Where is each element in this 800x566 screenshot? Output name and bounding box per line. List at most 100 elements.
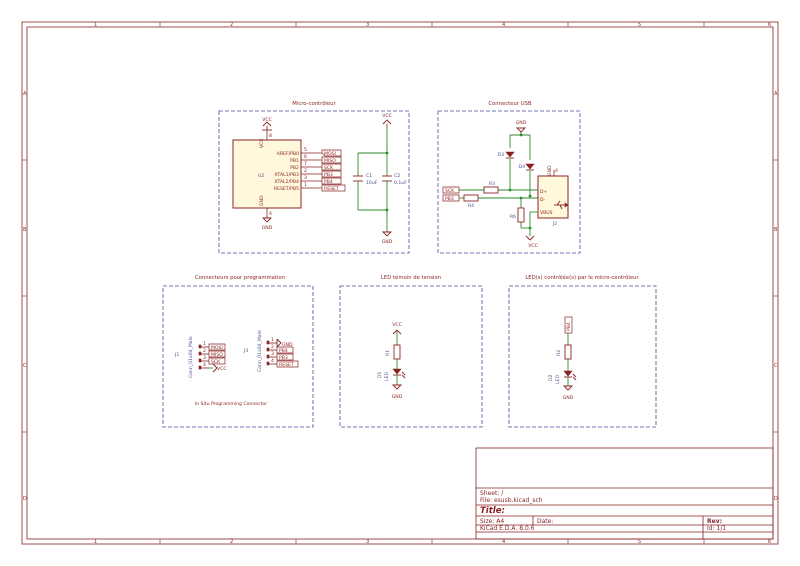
u2-pin-name: AREF/PB0 [277, 151, 299, 157]
j2-dp-pin: D+ [540, 189, 548, 195]
gnd-symbol-label: GND [392, 394, 403, 400]
u2-pin-name: RESET/PB5 [274, 186, 299, 192]
u2-vcc-pin-label: VCC [259, 138, 265, 148]
j3-pin-number: 2 [271, 344, 274, 350]
j2-ref: J2 [552, 221, 557, 227]
u2-gnd-pin-label: GND [259, 195, 265, 206]
u2-pin-number: 2 [304, 168, 307, 174]
net-label-sck[interactable] [442, 186, 460, 194]
c1-value: 10uF [366, 180, 378, 186]
j1-ref: J1 [174, 352, 179, 358]
inner-frame [26, 26, 774, 540]
gnd-symbol-label: GND [282, 342, 293, 348]
u2-pin-number: 3 [304, 175, 307, 181]
r6-ref: R6 [510, 214, 516, 220]
net-label-pb4[interactable] [564, 316, 573, 334]
gnd-symbol-label: GND [563, 395, 574, 401]
row-label: D [23, 496, 27, 502]
gnd-symbol-label: GND [516, 120, 527, 126]
col-label: 6 [768, 22, 771, 28]
net-label-mosi: MOSI [211, 345, 223, 351]
j1-name: Conn_01x04_Male [188, 336, 194, 378]
led-mcu-block: LED(s) contrôlée(s) par le micro-contrôl… [508, 274, 657, 428]
j2-pin-number: 4 [555, 168, 558, 174]
j1-pin-number: 3 [203, 355, 206, 361]
r4-body[interactable] [463, 194, 479, 202]
c2-ref: C2 [394, 173, 400, 179]
d2-ref: D2 [548, 374, 554, 381]
vcc-symbol-label: VCC [392, 322, 402, 328]
r3-body[interactable] [483, 186, 499, 194]
row-label: A [774, 91, 778, 97]
r1-ref: R1 [385, 350, 391, 356]
mcu-net-labels[interactable]: MOSI MISO SCK PB3 PB4 RESET [321, 149, 346, 192]
size-field: Size: A4 [480, 518, 504, 525]
svg-text:PB3: PB3 [445, 196, 454, 202]
row-label: B [774, 227, 778, 233]
u2-pin-name: XTAL2/PB4 [274, 179, 299, 185]
r2-ref: R2 [556, 350, 562, 356]
j3-pin-number: 3 [271, 351, 274, 357]
usb-block: Connecteur USB GND D3 D4 SCK PB3 R3 [437, 101, 581, 254]
r1-body[interactable] [393, 344, 401, 360]
j1-pin-number: 1 [203, 341, 206, 347]
col-label: 5 [638, 22, 641, 28]
led-mcu-title: LED(s) contrôlée(s) par le micro-contrôl… [525, 274, 639, 281]
u2-pin-name: PB1 [290, 158, 299, 164]
led-power-box [339, 285, 483, 428]
prog-box [162, 285, 314, 428]
col-label: 4 [502, 22, 505, 28]
j2-usb-connector[interactable] [537, 175, 569, 219]
net-label-pb3: PB3 [279, 355, 288, 361]
net-label-pb3[interactable] [442, 194, 460, 202]
kicad-version: KiCad E.D.A. 8.0.6 [480, 525, 535, 532]
j1-pin-number: 2 [203, 348, 206, 354]
j3-ref: J3 [243, 348, 248, 354]
net-label-pb4: PB4 [279, 348, 288, 354]
r3-ref: R3 [489, 181, 495, 187]
row-label: C [23, 363, 27, 369]
d2-value: LED [555, 375, 561, 384]
col-label: 3 [366, 22, 369, 28]
d4-ref: D4 [519, 164, 526, 170]
net-label-pb4: PB4 [324, 179, 333, 185]
date-field: Date: [537, 518, 553, 525]
id-field: Id: 1/1 [707, 525, 726, 532]
u2-pin-number: 4 [269, 211, 272, 217]
file-field: File: esusb.kicad_sch [480, 497, 543, 504]
net-label-reset: RESET [279, 362, 294, 368]
svg-text:SCK: SCK [445, 188, 455, 194]
j1-pin-number: 4 [203, 362, 206, 368]
col-label: 3 [366, 539, 369, 545]
j2-vbus-pin: VBUS [540, 210, 553, 216]
net-label-mosi: MOSI [324, 151, 336, 157]
vcc-symbol-label: VCC [528, 243, 538, 249]
led-power-title: LED témoin de tension [381, 274, 441, 281]
j3-name: Conn_01x04_Male [257, 330, 263, 372]
d3-ref: D3 [498, 152, 505, 158]
d1-ref: D1 [377, 371, 383, 378]
r6-body[interactable] [517, 207, 525, 223]
col-label: 1 [94, 22, 97, 28]
row-label: D [774, 496, 778, 502]
u2-pin-name: PB2 [290, 165, 299, 171]
row-label: B [23, 227, 27, 233]
usb-title: Connecteur USB [488, 101, 532, 107]
sheet-field: Sheet: / [480, 490, 504, 497]
title-field: Title: [480, 506, 505, 516]
c1-ref: C1 [366, 173, 372, 179]
frame-ticks [22, 22, 778, 544]
gnd-symbol-label: GND [262, 225, 273, 231]
col-label: 6 [768, 539, 771, 545]
u2-pin-number: 1 [304, 182, 307, 188]
u2-pin-name: XTAL1/PB3 [274, 172, 299, 178]
led-mcu-box [508, 285, 657, 428]
col-label: 5 [638, 539, 641, 545]
u2-ref: U2 [258, 173, 264, 179]
net-label-sck: SCK [324, 165, 334, 171]
r2-body[interactable] [564, 344, 572, 360]
title-block: Sheet: / File: esusb.kicad_sch Title: Si… [475, 447, 774, 540]
mcu-block: Micro-contrôleur VCC GND 8 4 U2 AREF/PB0… [218, 100, 410, 254]
col-label: 1 [94, 539, 97, 545]
